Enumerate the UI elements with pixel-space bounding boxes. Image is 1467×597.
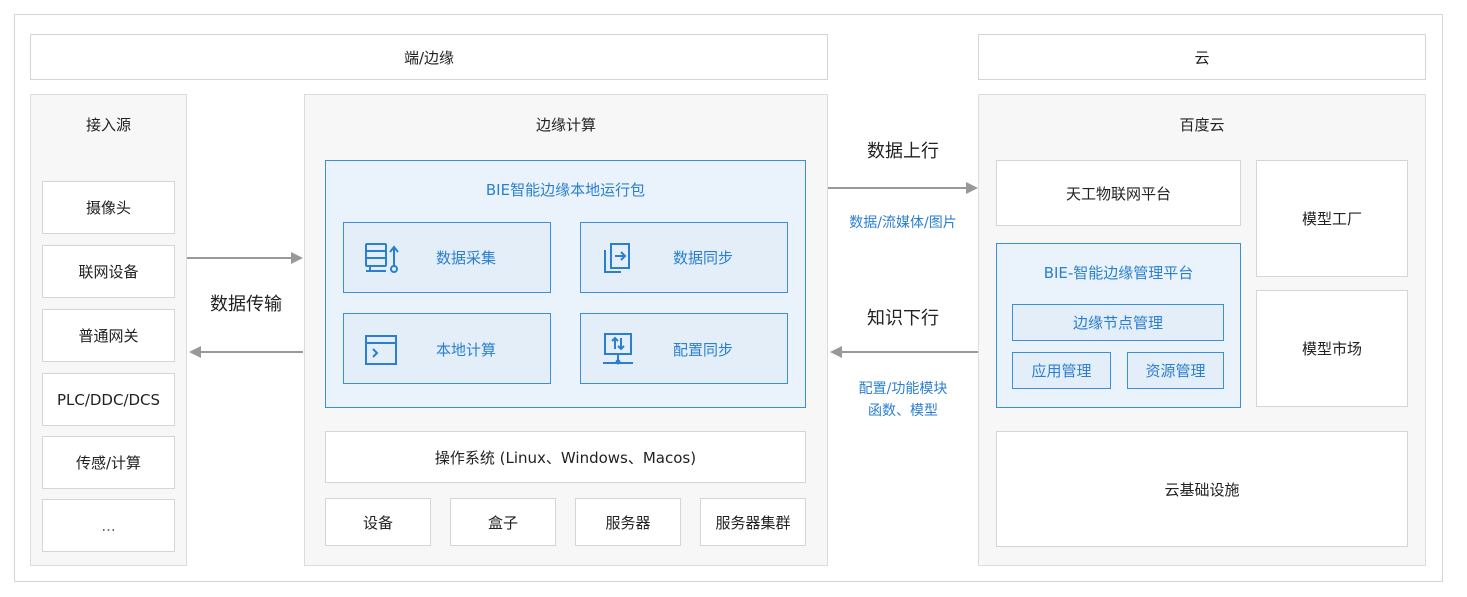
node-mgmt-box: 边缘节点管理 xyxy=(1012,304,1224,341)
iot-platform-box: 天工物联网平台 xyxy=(996,160,1241,226)
module-data-collect: 数据采集 xyxy=(343,222,551,293)
terminal-icon xyxy=(364,334,398,366)
module-local-compute-label: 本地计算 xyxy=(436,341,497,359)
downlink-sub-line2: 函数、模型 xyxy=(868,403,938,419)
hardware-server: 服务器 xyxy=(575,498,681,546)
outer-frame xyxy=(14,14,1443,582)
app-mgmt-box: 应用管理 xyxy=(1012,352,1111,389)
uplink-sub: 数据/流媒体/图片 xyxy=(849,215,957,231)
transfer-label: 数据传输 xyxy=(210,294,282,315)
model-factory-box: 模型工厂 xyxy=(1256,160,1408,277)
source-item-networked-device: 联网设备 xyxy=(42,245,175,298)
cloud-infra-box: 云基础设施 xyxy=(996,431,1408,547)
hardware-box: 盒子 xyxy=(450,498,556,546)
model-market-box: 模型市场 xyxy=(1256,290,1408,407)
downlink-title: 知识下行 xyxy=(867,308,939,329)
bie-mgmt-title: BIE-智能边缘管理平台 xyxy=(1043,263,1194,282)
module-config-sync: 配置同步 xyxy=(580,313,788,384)
bie-package-title: BIE智能边缘本地运行包 xyxy=(485,180,646,199)
hardware-device: 设备 xyxy=(325,498,431,546)
source-item-camera: 摄像头 xyxy=(42,181,175,234)
resource-mgmt-box: 资源管理 xyxy=(1127,352,1224,389)
file-sync-icon xyxy=(601,242,635,274)
source-item-gateway: 普通网关 xyxy=(42,309,175,362)
downlink-sub-line1: 配置/功能模块 xyxy=(858,381,948,397)
module-config-sync-label: 配置同步 xyxy=(673,341,734,359)
source-item-sensor: 传感/计算 xyxy=(42,436,175,489)
cloud-header: 云 xyxy=(978,34,1426,80)
hardware-server-cluster: 服务器集群 xyxy=(700,498,806,546)
module-data-sync-label: 数据同步 xyxy=(673,249,734,267)
arrow-to-edge xyxy=(187,252,303,264)
module-data-sync: 数据同步 xyxy=(580,222,788,293)
uplink-title: 数据上行 xyxy=(867,141,939,162)
edge-compute-title: 边缘计算 xyxy=(535,115,596,134)
module-data-collect-label: 数据采集 xyxy=(436,249,497,267)
source-item-more: ... xyxy=(42,499,175,552)
sources-title: 接入源 xyxy=(85,115,131,134)
monitor-sync-icon xyxy=(601,332,637,366)
module-local-compute: 本地计算 xyxy=(343,313,551,384)
baidu-cloud-title: 百度云 xyxy=(1179,115,1225,134)
arrow-uplink xyxy=(828,182,978,194)
os-box: 操作系统 (Linux、Windows、Macos) xyxy=(325,431,806,483)
edge-header: 端/边缘 xyxy=(30,34,828,80)
arrow-downlink xyxy=(830,346,978,358)
server-upload-icon xyxy=(364,242,400,274)
source-item-plc: PLC/DDC/DCS xyxy=(42,373,175,426)
arrow-to-sources xyxy=(189,346,303,358)
